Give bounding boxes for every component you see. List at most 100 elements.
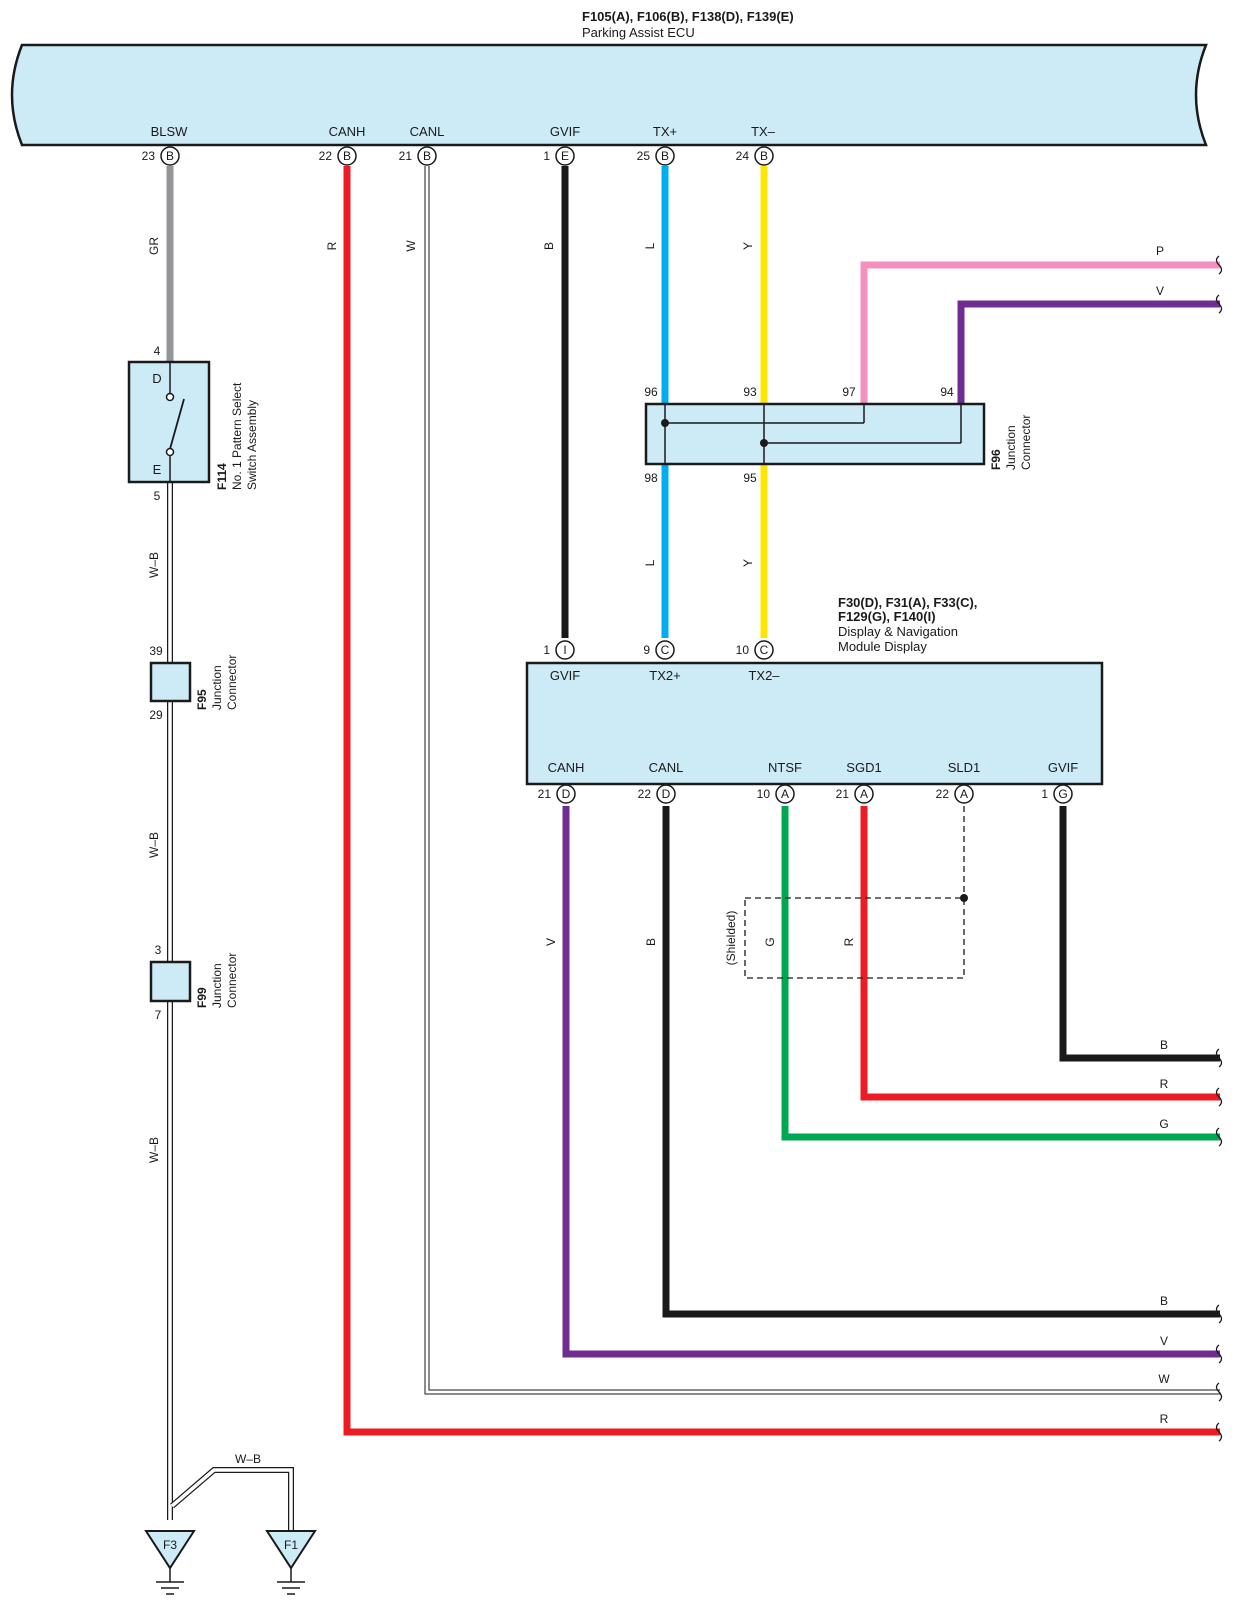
svg-text:Connector: Connector <box>225 953 239 1008</box>
svg-text:F1: F1 <box>284 1538 298 1552</box>
svg-text:I: I <box>563 643 566 657</box>
svg-text:25: 25 <box>637 149 651 163</box>
svg-text:F96: F96 <box>989 449 1003 470</box>
svg-text:4: 4 <box>154 344 161 358</box>
svg-text:22: 22 <box>936 787 950 801</box>
display-pin-canh: D 21 <box>538 784 576 804</box>
wire-label-right-w: W <box>1158 1372 1170 1386</box>
svg-text:21: 21 <box>538 787 552 801</box>
wire-wb-to-f1 <box>170 1467 294 1530</box>
wire-label-right-r1: R <box>1160 1077 1169 1091</box>
svg-text:F99: F99 <box>195 987 209 1008</box>
wire-label-w: W <box>404 240 418 252</box>
display-codes-1: F30(D), F31(A), F33(C), <box>838 595 977 610</box>
svg-text:10: 10 <box>736 643 750 657</box>
ecu-pin-canl: B 21 <box>399 146 437 166</box>
ecu-pin-gvif: E 1 <box>543 146 575 166</box>
wire-label-p: P <box>1156 244 1164 258</box>
svg-text:Junction: Junction <box>1004 425 1018 470</box>
display-navigation-module: F30(D), F31(A), F33(C), F129(G), F140(I)… <box>525 595 1104 786</box>
wire-r-sgd1 <box>860 806 1220 1101</box>
display-name-1: Display & Navigation <box>838 624 958 639</box>
svg-text:24: 24 <box>736 149 750 163</box>
svg-text:GVIF: GVIF <box>1048 760 1078 775</box>
svg-text:23: 23 <box>142 149 156 163</box>
svg-text:GVIF: GVIF <box>550 668 580 683</box>
svg-text:No. 1 Pattern Select: No. 1 Pattern Select <box>230 382 244 490</box>
wire-label-l2: L <box>643 559 657 566</box>
svg-text:39: 39 <box>149 644 163 658</box>
svg-text:95: 95 <box>743 471 757 485</box>
svg-text:10: 10 <box>757 787 771 801</box>
svg-text:E: E <box>561 149 569 163</box>
svg-text:C: C <box>661 643 670 657</box>
wire-label-right-b2: B <box>1160 1294 1168 1308</box>
ecu-pin-txm: B 24 <box>736 146 774 166</box>
svg-text:B: B <box>661 149 669 163</box>
display-pin-sld1: A 22 <box>936 784 974 804</box>
shielded-label: (Shielded) <box>724 911 738 966</box>
ecu-pin-blsw: B 23 <box>142 146 180 166</box>
svg-text:Connector: Connector <box>225 655 239 710</box>
svg-text:1: 1 <box>543 643 550 657</box>
wire-r-canh <box>343 166 1220 1436</box>
wire-label-v-canh: V <box>544 938 558 946</box>
display-pin-ntsf: A 10 <box>757 784 795 804</box>
svg-text:B: B <box>423 149 431 163</box>
display-pin-gvif-bottom: G 1 <box>1041 784 1073 804</box>
wire-label-right-b1: B <box>1160 1038 1168 1052</box>
svg-text:B: B <box>760 149 768 163</box>
wire-b-gvif-bottom <box>1059 806 1220 1062</box>
ground-f3: F3 <box>144 1530 196 1595</box>
svg-text:Junction: Junction <box>210 665 224 710</box>
svg-text:A: A <box>960 787 968 801</box>
svg-text:9: 9 <box>643 643 650 657</box>
svg-text:TX2–: TX2– <box>748 668 780 683</box>
wire-p <box>860 261 1220 404</box>
svg-text:22: 22 <box>319 149 333 163</box>
parking-assist-ecu: F105(A), F106(B), F138(D), F139(E) Parki… <box>10 9 1208 147</box>
svg-text:SLD1: SLD1 <box>948 760 981 775</box>
svg-text:CANH: CANH <box>548 760 585 775</box>
svg-text:98: 98 <box>644 471 658 485</box>
svg-text:7: 7 <box>155 1008 162 1022</box>
svg-text:Junction: Junction <box>210 963 224 1008</box>
svg-text:1: 1 <box>1041 787 1048 801</box>
svg-text:SGD1: SGD1 <box>846 760 881 775</box>
display-pin-tx2p: C 9 <box>643 640 675 660</box>
ecu-term-canh: CANH <box>329 124 366 139</box>
svg-text:B: B <box>343 149 351 163</box>
display-pin-sgd1: A 21 <box>836 784 874 804</box>
wire-label-wb2: W–B <box>147 832 161 858</box>
wire-label-g: G <box>763 937 777 946</box>
svg-text:C: C <box>760 643 769 657</box>
display-body <box>525 661 1104 786</box>
wire-label-wb1: W–B <box>147 552 161 578</box>
wire-label-v-top: V <box>1156 284 1164 298</box>
svg-text:D: D <box>662 787 671 801</box>
wire-w-canl <box>424 166 1220 1395</box>
ecu-body <box>10 43 1208 147</box>
svg-text:22: 22 <box>638 787 652 801</box>
svg-text:1: 1 <box>543 149 550 163</box>
wire-label-y2: Y <box>741 559 755 567</box>
wire-label-y: Y <box>741 242 755 250</box>
wire-label-l: L <box>643 242 657 249</box>
shield: (Shielded) <box>724 806 968 979</box>
wire-breaks <box>1215 255 1223 1442</box>
display-codes-2: F129(G), F140(I) <box>838 609 936 624</box>
junction-f96: 96 93 97 94 98 95 F96 Junction Connector <box>644 385 1033 485</box>
wire-label-gr: GR <box>147 237 161 255</box>
wire-g-ntsf <box>781 806 1220 1141</box>
ecu-term-gvif: GVIF <box>550 124 580 139</box>
wire-label-r: R <box>325 241 339 250</box>
wire-label-right-v: V <box>1160 1334 1168 1348</box>
svg-text:F95: F95 <box>195 689 209 710</box>
junction-f99: 3 7 F99 Junction Connector <box>149 943 239 1022</box>
svg-text:3: 3 <box>155 943 162 957</box>
ecu-term-blsw: BLSW <box>151 124 189 139</box>
wire-label-right-g: G <box>1159 1117 1168 1131</box>
display-pin-canl: D 22 <box>638 784 676 804</box>
wire-v-canh <box>562 806 1220 1358</box>
